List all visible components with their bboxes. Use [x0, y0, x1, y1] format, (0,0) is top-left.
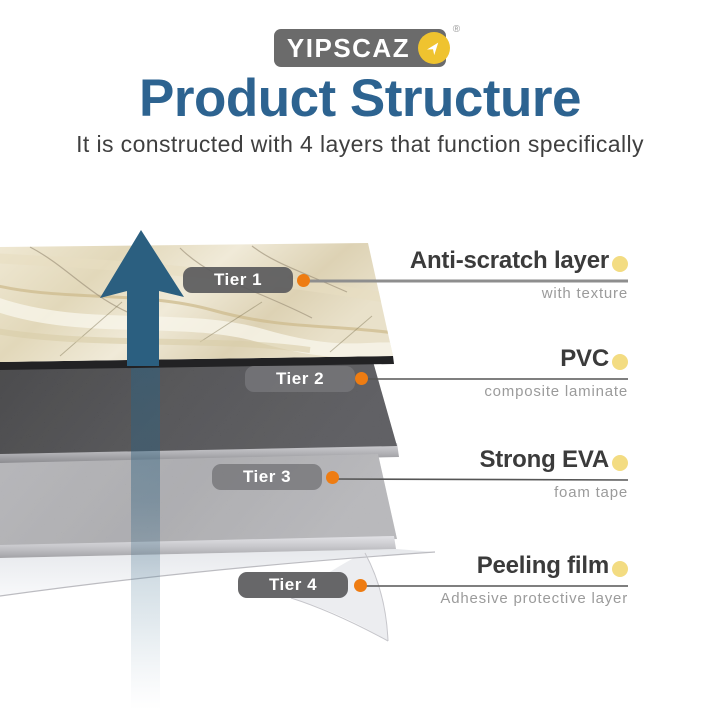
yellow-dot-icon: [612, 354, 628, 370]
tier-2-label: PVC composite laminate: [298, 344, 628, 402]
yellow-dot-icon: [612, 561, 628, 577]
arrow-stripe: [131, 362, 160, 710]
tier-4-name: Peeling film: [476, 552, 609, 579]
tier-4-connector-dot: [354, 579, 367, 592]
tier-1-name: Anti-scratch layer: [409, 247, 609, 274]
up-arrow-icon: [100, 230, 184, 366]
tier-4-desc: Adhesive protective layer: [440, 590, 628, 607]
tier-1-connector-dot: [297, 274, 310, 287]
tier-3-connector-dot: [326, 471, 339, 484]
tier-3-name: Strong EVA: [479, 446, 609, 473]
page-subtitle: It is constructed with 4 layers that fun…: [76, 131, 644, 157]
tier-2-name: PVC: [560, 345, 609, 372]
tier-2-connector-dot: [355, 372, 368, 385]
marble-layer: [0, 243, 394, 370]
brand-logo-text: YIPSCAZ: [286, 33, 411, 63]
yellow-dot-icon: [612, 256, 628, 272]
tier-3-desc: foam tape: [554, 484, 628, 501]
brand-logo-cursor-icon: [418, 32, 451, 64]
connector-lines: [305, 279, 629, 587]
tier-1-desc: with texture: [541, 285, 628, 302]
tier-3-label: Strong EVA foam tape: [298, 445, 628, 503]
yellow-dot-icon: [612, 455, 628, 471]
page-title: Product Structure: [138, 69, 582, 128]
registered-mark: ®: [452, 24, 461, 35]
tier-3-pill: Tier 3: [212, 464, 322, 490]
tier-2-desc: composite laminate: [484, 383, 628, 400]
tier-4-label: Peeling film Adhesive protective layer: [298, 551, 628, 609]
tier-1-label: Anti-scratch layer with texture: [298, 246, 628, 304]
brand-logo: YIPSCAZ ®: [273, 24, 460, 67]
tier-4-pill: Tier 4: [238, 572, 348, 598]
tier-1-pill: Tier 1: [183, 267, 293, 293]
tier-2-pill: Tier 2: [245, 366, 355, 392]
header: YIPSCAZ ® Product Structure It is constr…: [0, 0, 720, 158]
